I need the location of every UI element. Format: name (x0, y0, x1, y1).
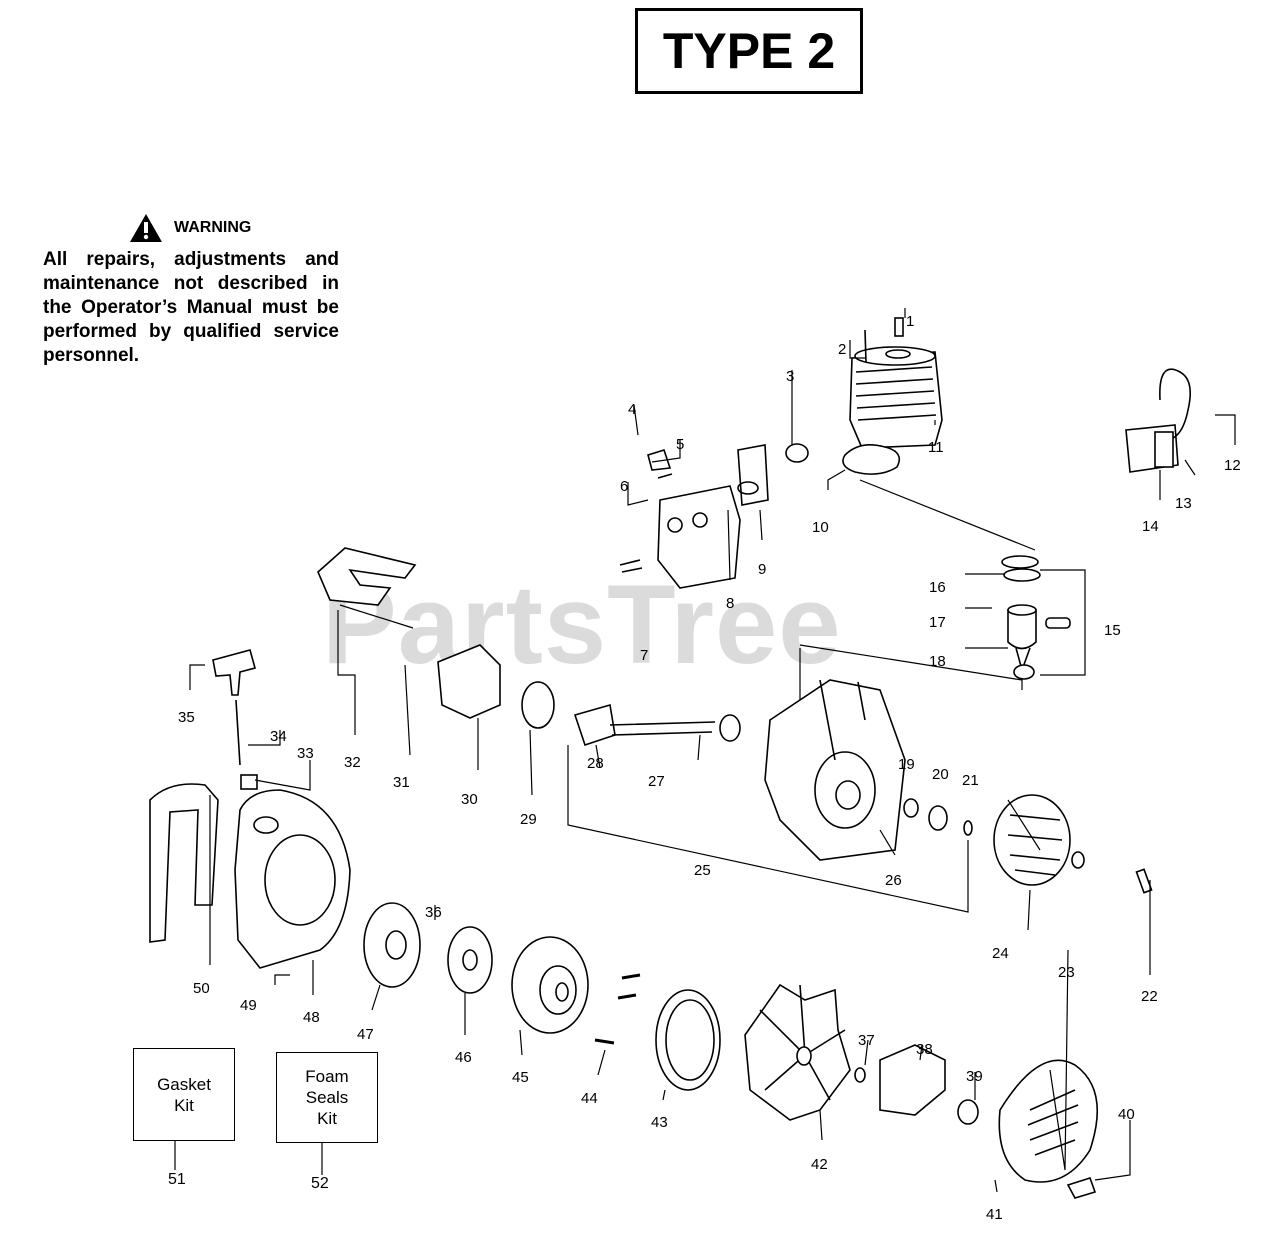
bearing-part (903, 798, 919, 818)
type-label: TYPE 2 (635, 8, 863, 94)
part-number-label: 49 (240, 997, 257, 1014)
part-number-label: 23 (1058, 964, 1075, 981)
throttle-knob-part (212, 649, 258, 790)
part-number-label: 44 (581, 1090, 598, 1107)
foam-seals-kit-number: 52 (311, 1175, 329, 1192)
part-number-label: 22 (1141, 988, 1158, 1005)
part-number-label: 4 (628, 401, 636, 418)
muffler-part (619, 444, 769, 589)
part-number-label: 15 (1104, 622, 1121, 639)
crankshaft-part (573, 703, 741, 747)
part-number-label: 19 (898, 756, 915, 773)
part-number-label: 18 (929, 653, 946, 670)
gasket-kit-box: Gasket Kit (133, 1048, 235, 1141)
part-number-label: 45 (512, 1069, 529, 1086)
cylinder-part (849, 317, 943, 449)
part-number-label: 11 (928, 439, 944, 456)
gasket-kit-number: 51 (168, 1171, 186, 1188)
spring-part (1135, 868, 1153, 894)
part-number-label: 50 (193, 980, 210, 997)
part-number-label: 33 (297, 745, 314, 762)
spacer-part (957, 1099, 979, 1125)
air-filter-foam-part (317, 547, 417, 606)
part-number-label: 41 (986, 1206, 1003, 1223)
warning-heading: WARNING (174, 219, 252, 236)
foam-seals-kit-box: Foam Seals Kit (276, 1052, 378, 1143)
part-number-label: 13 (1175, 495, 1192, 512)
ignition-module-part (1125, 368, 1191, 473)
blower-cover-part (998, 1059, 1098, 1199)
part-number-label: 24 (992, 945, 1009, 962)
part-number-label: 38 (916, 1041, 933, 1058)
part-number-label: 14 (1142, 518, 1159, 535)
part-number-label: 25 (694, 862, 711, 879)
part-number-label: 9 (758, 561, 766, 578)
part-number-label: 37 (858, 1032, 875, 1049)
part-number-label: 7 (640, 647, 648, 664)
bracket-part (879, 1044, 946, 1116)
crankcase-part (764, 679, 906, 861)
part-number-label: 12 (1224, 457, 1241, 474)
recoil-pulley-part (363, 902, 421, 988)
flywheel-part (993, 794, 1085, 886)
gasket-kit-label: Gasket Kit (157, 1074, 211, 1115)
part-number-label: 6 (620, 478, 628, 495)
starter-housing-part (511, 936, 589, 1034)
part-number-label: 26 (885, 872, 902, 889)
part-number-label: 8 (726, 595, 734, 612)
part-number-label: 34 (270, 728, 287, 745)
part-number-label: 48 (303, 1009, 320, 1026)
bearing-part (928, 805, 948, 831)
part-number-label: 30 (461, 791, 478, 808)
cylinder-gasket-part (842, 444, 901, 475)
part-number-label: 21 (962, 772, 979, 789)
part-number-label: 39 (966, 1068, 983, 1085)
part-number-label: 46 (455, 1049, 472, 1066)
part-number-label: 16 (929, 579, 946, 596)
part-number-label: 2 (838, 341, 846, 358)
warning-text: All repairs, adjustments and maintenance… (43, 249, 339, 366)
blower-housing-part (234, 789, 351, 969)
washer-part (447, 926, 493, 994)
impeller-fan-part (744, 983, 851, 1121)
part-number-label: 5 (676, 436, 684, 453)
air-box-part (437, 644, 501, 719)
part-number-label: 47 (357, 1026, 374, 1043)
woodruff-key-part (963, 820, 973, 836)
part-number-label: 43 (651, 1114, 668, 1131)
washer-part (854, 1067, 866, 1083)
part-number-label: 36 (425, 904, 442, 921)
air-box-gasket-part (521, 681, 555, 729)
part-number-label: 28 (587, 755, 604, 772)
part-number-label: 40 (1118, 1106, 1135, 1123)
intake-boot-part (785, 443, 809, 463)
handle-part (149, 783, 219, 943)
part-number-label: 1 (906, 313, 914, 330)
foam-seals-kit-label: Foam Seals Kit (305, 1067, 349, 1128)
part-number-label: 10 (812, 519, 829, 536)
part-number-label: 35 (178, 709, 195, 726)
part-number-label: 31 (393, 774, 410, 791)
part-number-label: 27 (648, 773, 665, 790)
watermark: PartsTree (322, 562, 842, 687)
part-number-label: 32 (344, 754, 361, 771)
part-number-label: 20 (932, 766, 949, 783)
part-number-label: 29 (520, 811, 537, 828)
piston-part (1001, 555, 1071, 680)
warning-heading-row: WARNING (128, 212, 251, 244)
part-number-label: 3 (786, 368, 794, 385)
warning-triangle-icon (130, 214, 162, 242)
part-number-label: 17 (929, 614, 946, 631)
part-number-label: 42 (811, 1156, 828, 1173)
